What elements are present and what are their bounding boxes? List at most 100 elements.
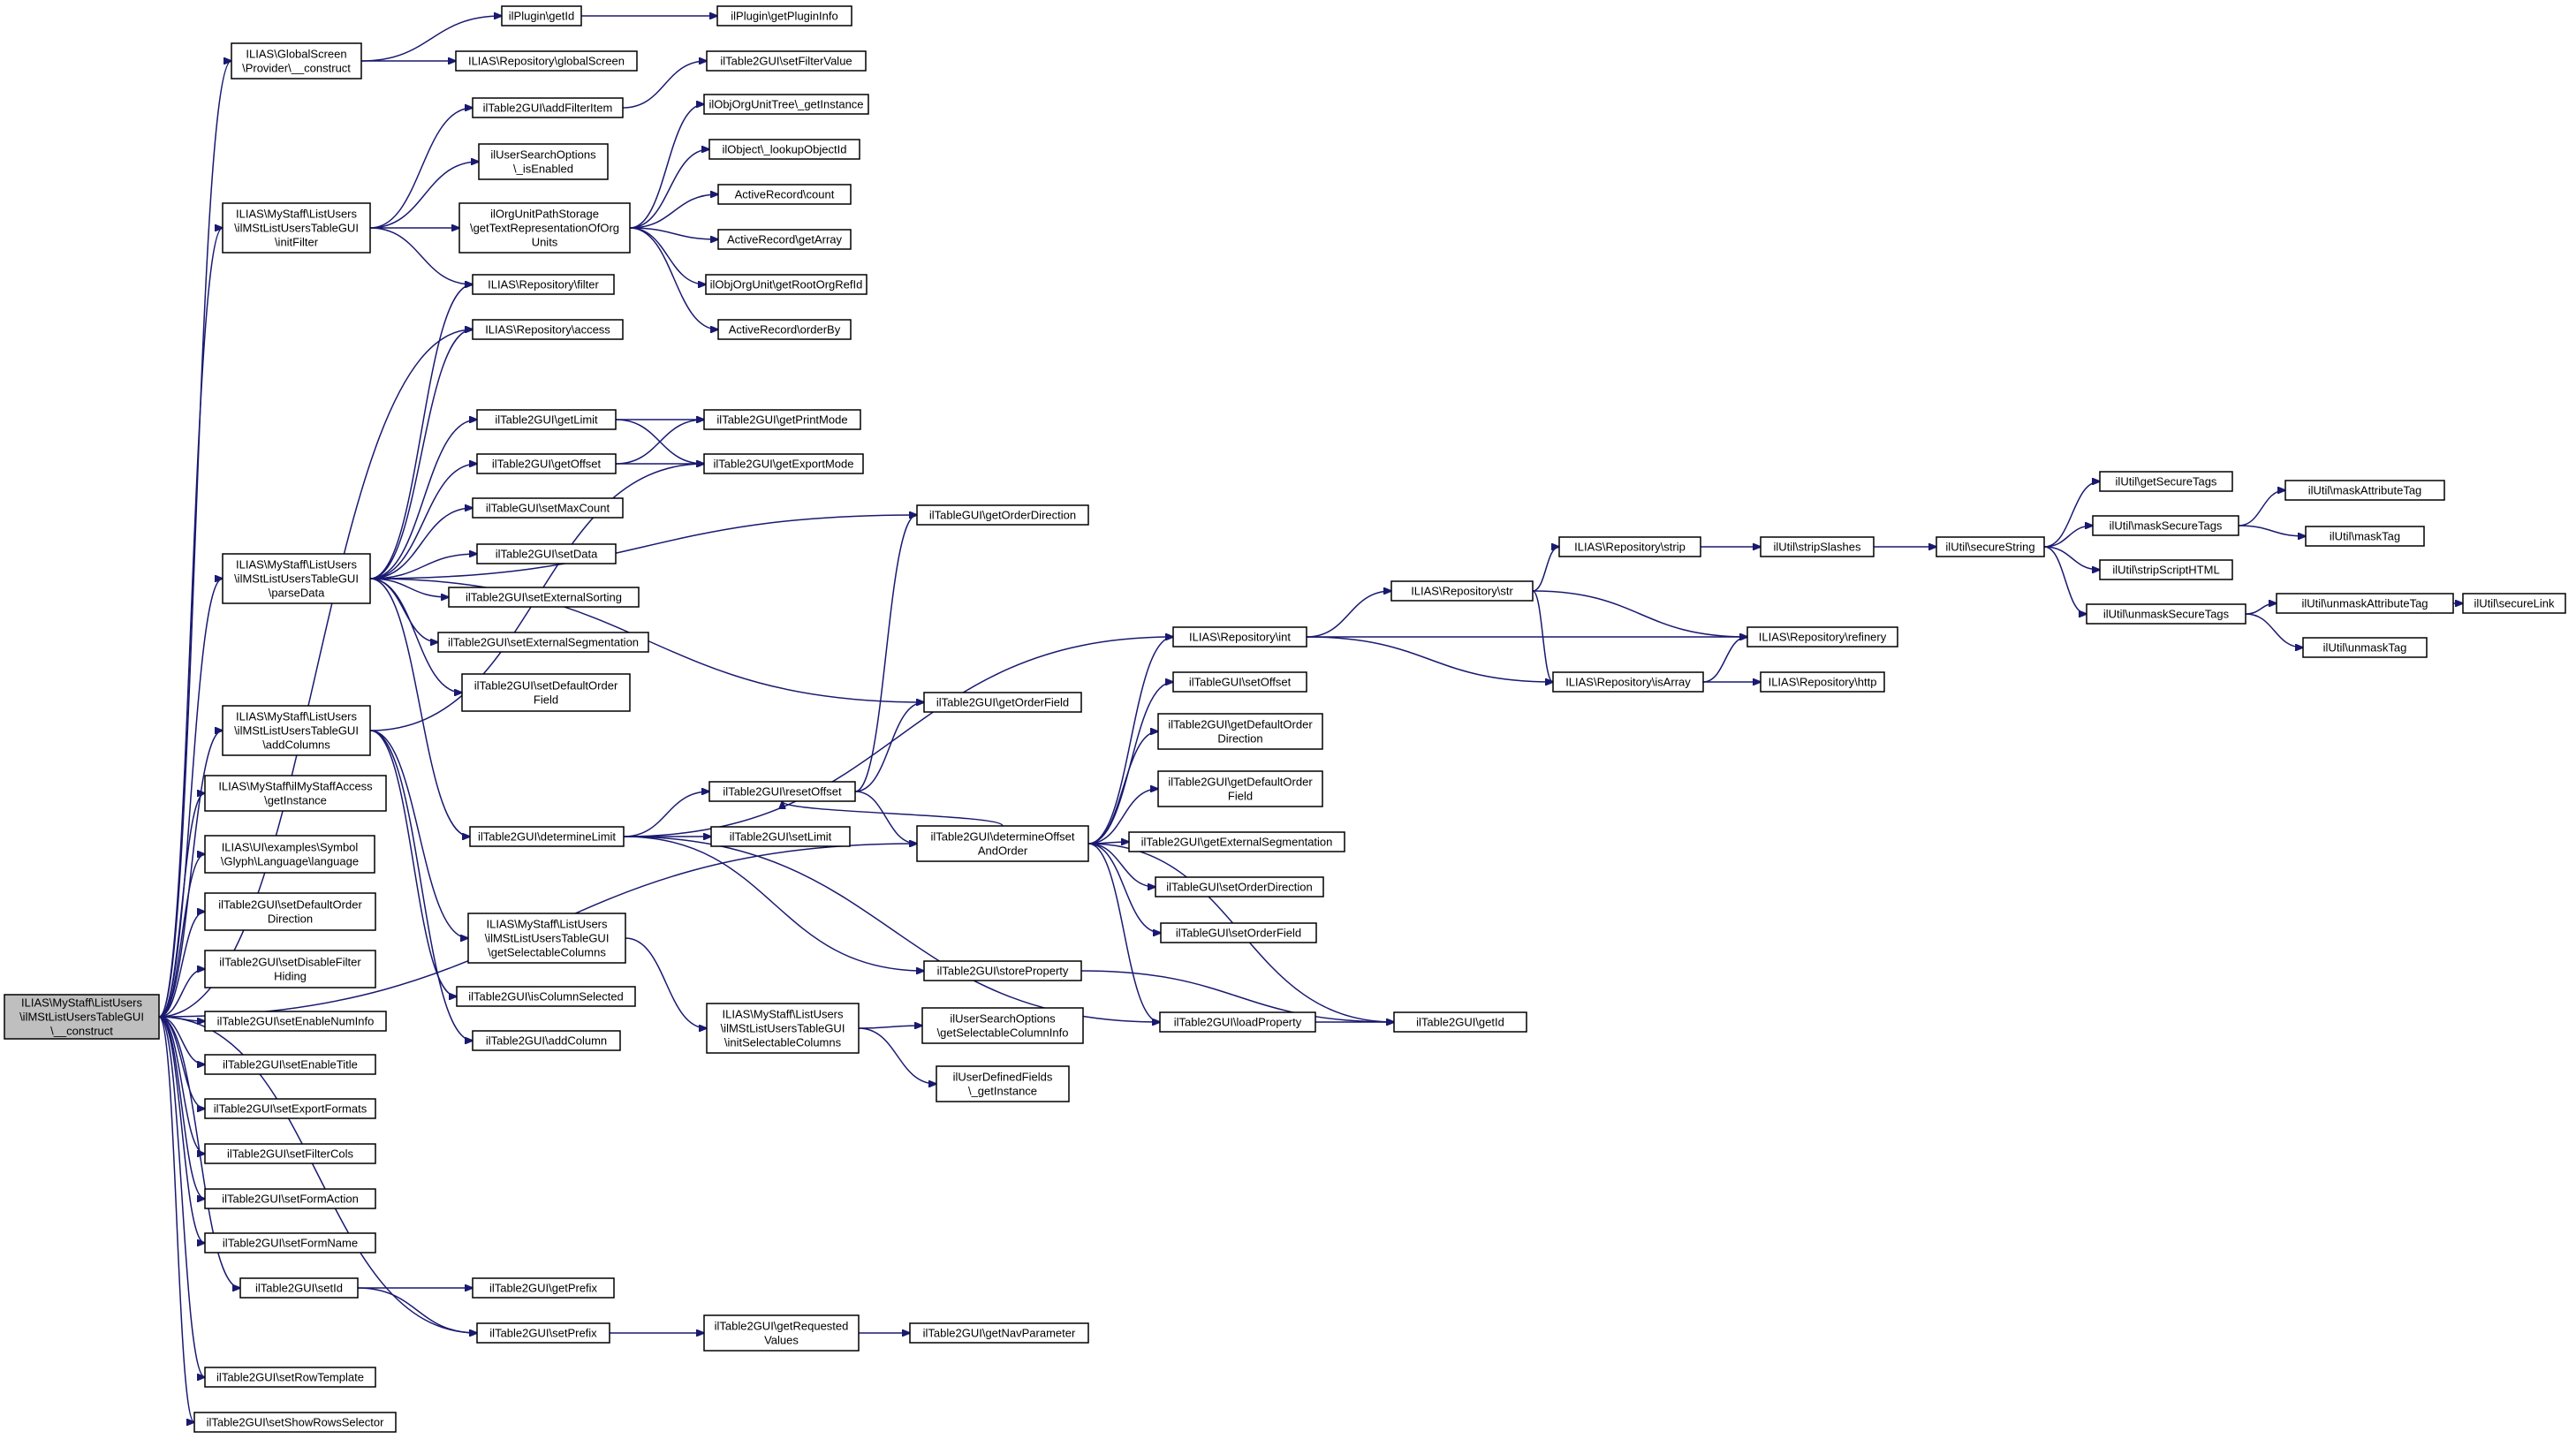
node-secure-string[interactable]: ilUtil\secureString [1936, 536, 2045, 557]
node-user-search-selectable[interactable]: ilUserSearchOptions\getSelectableColumnI… [921, 1007, 1084, 1044]
node-root[interactable]: ILIAS\MyStaff\ListUsers\ilMStListUsersTa… [4, 994, 160, 1040]
node-set-export-formats[interactable]: ilTable2GUI\setExportFormats [204, 1098, 376, 1119]
node-label: ilTable2GUI\setDefaultOrder [474, 679, 618, 693]
node-repo-str[interactable]: ILIAS\Repository\str [1390, 580, 1534, 602]
node-lookup-object-id[interactable]: ilObject\_lookupObjectId [708, 139, 860, 160]
node-unmask-secure-tags[interactable]: ilUtil\unmaskSecureTags [2086, 603, 2246, 625]
node-box [703, 453, 864, 474]
node-unmask-attribute-tag[interactable]: ilUtil\unmaskAttributeTag [2276, 593, 2454, 614]
node-repo-strip[interactable]: ILIAS\Repository\strip [1558, 536, 1701, 557]
node-mask-tag[interactable]: ilUtil\maskTag [2305, 526, 2425, 547]
node-set-enable-num-info[interactable]: ilTable2GUI\setEnableNumInfo [204, 1011, 387, 1032]
node-determine-limit[interactable]: ilTable2GUI\determineLimit [469, 826, 625, 847]
node-init-selectable-columns[interactable]: ILIAS\MyStaff\ListUsers\ilMStListUsersTa… [706, 1003, 860, 1054]
node-get-offset[interactable]: ilTable2GUI\getOffset [476, 453, 617, 474]
node-get-order-direction[interactable]: ilTableGUI\getOrderDirection [916, 504, 1089, 526]
edge-determine-offset-and-order-to-set-order-direction [1087, 843, 1155, 887]
node-get-selectable-columns[interactable]: ILIAS\MyStaff\ListUsers\ilMStListUsersTa… [467, 913, 626, 964]
node-label: ilTable2GUI\isColumnSelected [468, 990, 624, 1004]
node-get-nav-parameter[interactable]: ilTable2GUI\getNavParameter [909, 1322, 1089, 1344]
node-set-filter-value[interactable]: ilTable2GUI\setFilterValue [706, 50, 867, 72]
node-repo-int[interactable]: ILIAS\Repository\int [1172, 626, 1307, 648]
node-box [1552, 671, 1704, 693]
edge-root-to-set-id [158, 1016, 240, 1288]
node-label: ilTable2GUI\getDefaultOrder [1168, 718, 1313, 731]
node-get-print-mode[interactable]: ilTable2GUI\getPrintMode [703, 409, 861, 430]
node-plugin-get-plugin-info[interactable]: ilPlugin\getPluginInfo [716, 5, 852, 27]
node-set-external-sorting[interactable]: ilTable2GUI\setExternalSorting [448, 587, 640, 608]
node-is-column-selected[interactable]: ilTable2GUI\isColumnSelected [456, 986, 636, 1007]
node-label: ilTable2GUI\getId [1416, 1016, 1504, 1029]
node-set-data[interactable]: ilTable2GUI\setData [476, 543, 617, 564]
node-set-external-segmentation[interactable]: ilTable2GUI\setExternalSegmentation [437, 632, 649, 653]
node-get-prefix[interactable]: ilTable2GUI\getPrefix [472, 1277, 615, 1299]
edge-org-unit-path-to-lookup-object-id [629, 149, 709, 229]
node-add-columns[interactable]: ILIAS\MyStaff\ListUsers\ilMStListUsersTa… [222, 705, 371, 756]
node-add-column[interactable]: ilTable2GUI\addColumn [472, 1030, 621, 1051]
node-add-filter-item[interactable]: ilTable2GUI\addFilterItem [472, 97, 624, 118]
node-get-export-mode[interactable]: ilTable2GUI\getExportMode [703, 453, 864, 474]
node-glyph-language[interactable]: ILIAS\UI\examples\Symbol\Glyph\Language\… [204, 835, 375, 874]
edge-init-filter-to-user-search-is-enabled [369, 162, 479, 229]
edge-root-to-set-show-rows-selector [158, 1016, 194, 1422]
node-ar-order-by[interactable]: ActiveRecord\orderBy [717, 319, 852, 340]
node-strip-script-html[interactable]: ilUtil\stripScriptHTML [2099, 559, 2233, 580]
node-parse-data[interactable]: ILIAS\MyStaff\ListUsers\ilMStListUsersTa… [222, 553, 371, 604]
node-unmask-tag[interactable]: ilUtil\unmaskTag [2302, 637, 2428, 658]
node-get-root-org-ref-id[interactable]: ilObjOrgUnit\getRootOrgRefId [705, 274, 868, 295]
node-mask-secure-tags[interactable]: ilUtil\maskSecureTags [2092, 515, 2239, 536]
node-strip-slashes[interactable]: ilUtil\stripSlashes [1760, 536, 1875, 557]
node-user-defined-fields[interactable]: ilUserDefinedFields\_getInstance [936, 1065, 1070, 1102]
node-set-enable-title[interactable]: ilTable2GUI\setEnableTitle [204, 1054, 376, 1075]
node-reset-offset[interactable]: ilTable2GUI\resetOffset [708, 781, 856, 802]
node-set-show-rows-selector[interactable]: ilTable2GUI\setShowRowsSelector [193, 1412, 397, 1433]
node-set-row-template[interactable]: ilTable2GUI\setRowTemplate [204, 1367, 376, 1388]
node-user-search-is-enabled[interactable]: ilUserSearchOptions\_isEnabled [478, 143, 609, 180]
node-repo-refinery[interactable]: ILIAS\Repository\refinery [1746, 626, 1898, 648]
node-set-order-direction[interactable]: ilTableGUI\setOrderDirection [1155, 876, 1324, 897]
node-set-form-name[interactable]: ilTable2GUI\setFormName [204, 1232, 376, 1253]
node-get-secure-tags[interactable]: ilUtil\getSecureTags [2099, 471, 2233, 492]
node-gs-construct[interactable]: ILIAS\GlobalScreen\Provider\__construct [231, 42, 362, 80]
node-repo-is-array[interactable]: ILIAS\Repository\isArray [1552, 671, 1704, 693]
node-mask-attribute-tag[interactable]: ilUtil\maskAttributeTag [2284, 480, 2445, 501]
node-repo-global-screen[interactable]: ILIAS\Repository\globalScreen [455, 50, 638, 72]
node-set-order-field[interactable]: ilTableGUI\setOrderField [1160, 922, 1317, 943]
node-set-prefix[interactable]: ilTable2GUI\setPrefix [476, 1322, 610, 1344]
node-org-unit-path[interactable]: ilOrgUnitPathStorage\getTextRepresentati… [458, 202, 631, 254]
node-ar-get-array[interactable]: ActiveRecord\getArray [717, 229, 852, 250]
node-ar-count[interactable]: ActiveRecord\count [717, 184, 852, 205]
node-store-property[interactable]: ilTable2GUI\storeProperty [923, 960, 1082, 981]
node-set-max-count[interactable]: ilTableGUI\setMaxCount [472, 497, 624, 519]
node-plugin-get-id[interactable]: ilPlugin\getId [501, 5, 582, 27]
node-box [706, 1003, 860, 1054]
node-box [1155, 876, 1324, 897]
node-org-unit-tree-instance[interactable]: ilObjOrgUnitTree\_getInstance [703, 94, 869, 115]
node-mystaff-get-instance[interactable]: ILIAS\MyStaff\ilMyStaffAccess\getInstanc… [204, 775, 387, 812]
node-repo-filter[interactable]: ILIAS\Repository\filter [472, 274, 615, 295]
node-label: ilUtil\unmaskAttributeTag [2301, 597, 2428, 610]
node-get-order-field[interactable]: ilTable2GUI\getOrderField [923, 692, 1082, 713]
node-repo-http[interactable]: ILIAS\Repository\http [1760, 671, 1885, 693]
node-box [456, 986, 636, 1007]
node-set-limit[interactable]: ilTable2GUI\setLimit [710, 826, 851, 847]
node-init-filter[interactable]: ILIAS\MyStaff\ListUsers\ilMStListUsersTa… [222, 202, 371, 254]
node-repo-access[interactable]: ILIAS\Repository\access [472, 319, 624, 340]
node-set-form-action[interactable]: ilTable2GUI\setFormAction [204, 1188, 376, 1209]
node-secure-link[interactable]: ilUtil\secureLink [2462, 593, 2566, 614]
node-load-property[interactable]: ilTable2GUI\loadProperty [1159, 1011, 1316, 1033]
node-get-limit[interactable]: ilTable2GUI\getLimit [476, 409, 617, 430]
node-get-external-segmentation[interactable]: ilTable2GUI\getExternalSegmentation [1128, 831, 1345, 852]
node-set-filter-cols[interactable]: ilTable2GUI\setFilterCols [204, 1143, 376, 1164]
node-set-id[interactable]: ilTable2GUI\setId [239, 1277, 359, 1299]
edge-org-unit-path-to-ar-order-by [629, 227, 718, 329]
node-get-id[interactable]: ilTable2GUI\getId [1393, 1011, 1527, 1033]
node-table-set-offset[interactable]: ilTableGUI\setOffset [1172, 671, 1307, 693]
